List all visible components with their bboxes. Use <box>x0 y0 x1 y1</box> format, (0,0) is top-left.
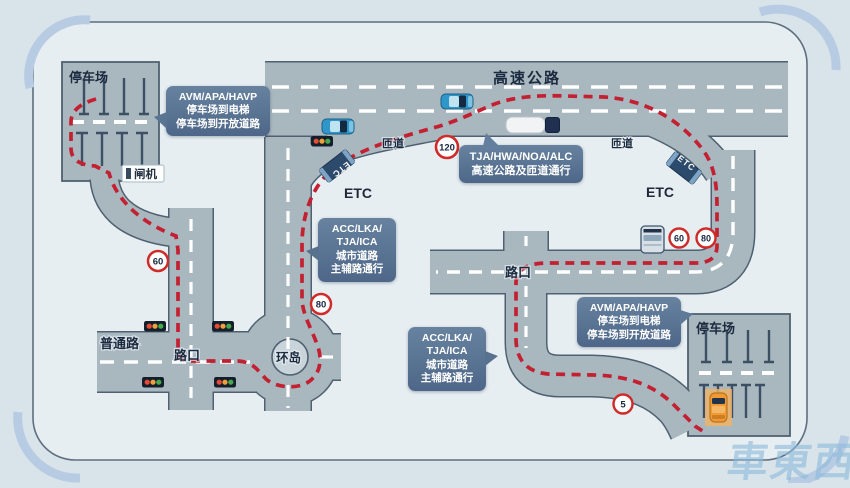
traffic-light <box>212 321 234 332</box>
callout-line: 停车场到电梯 <box>186 104 250 117</box>
callout-pointer <box>154 112 167 129</box>
intersection-label-left: 路口 <box>174 348 200 363</box>
watermark: 車東西 <box>724 439 850 485</box>
etc-label-left: ETC <box>344 185 372 201</box>
normal-road-label: 普通路 <box>100 336 140 351</box>
bus-icon <box>640 225 665 254</box>
callout-pointer <box>306 246 319 261</box>
ramp-label-left: 匝道 <box>382 136 404 150</box>
parking-label-bottom-right: 停车场 <box>696 321 735 336</box>
speed-sign-120: 120 <box>434 134 460 160</box>
truck-icon <box>505 116 560 134</box>
traffic-light <box>142 377 164 388</box>
callout-avm-parking-left: AVM/APA/HAVP 停车场到电梯 停车场到开放道路 <box>154 86 270 137</box>
parked-orange-car-icon <box>705 389 732 426</box>
corner-arc-bottom-left <box>13 411 81 483</box>
traffic-light <box>214 377 236 388</box>
traffic-light-ramp-merge <box>311 136 333 147</box>
roundabout-island <box>271 338 309 376</box>
corner-arc-bottom-right <box>787 434 850 483</box>
callout-line: TJA/HWA/NOA/ALC <box>469 151 573 163</box>
callout-line: 主辅路通行 <box>330 263 384 276</box>
callout-acc-city-left: ACC/LKA/ TJA/ICA 城市道路 主辅路通行 <box>306 218 396 282</box>
speed-sign-5: 5 <box>612 393 634 415</box>
callout-tja-highway: TJA/HWA/NOA/ALC 高速公路及匝道通行 <box>459 133 583 184</box>
etc-label-right: ETC <box>646 184 674 200</box>
speed-signs: 120 60 80 60 80 5 <box>146 134 717 415</box>
intersection-label-right: 路口 <box>505 265 531 280</box>
callout-pointer <box>483 133 499 146</box>
speed-sign-80-right: 80 <box>695 227 717 249</box>
callout-line: ACC/LKA/ <box>421 332 473 344</box>
corner-arc-top-right <box>758 4 841 71</box>
corner-arc-top-left <box>24 15 91 89</box>
svg-text:5: 5 <box>620 400 626 411</box>
callout-line: TJA/ICA <box>426 345 468 358</box>
callout-pointer <box>485 351 498 366</box>
callout-line: 城市道路 <box>336 249 378 262</box>
svg-text:120: 120 <box>439 143 455 154</box>
callout-line: AVM/APA/HAVP <box>589 302 669 314</box>
svg-text:80: 80 <box>701 234 711 244</box>
traffic-light <box>144 321 166 332</box>
gate-label: 闸机 <box>134 167 157 181</box>
gate-barrier-icon <box>126 168 131 179</box>
highway-label: 高速公路 <box>493 69 561 87</box>
callout-line: 停车场到电梯 <box>597 315 661 328</box>
callout-pointer <box>680 310 693 325</box>
ramp-label-right: 匝道 <box>611 136 633 150</box>
speed-sign-60: 60 <box>146 249 170 273</box>
corner-arcs <box>13 4 850 483</box>
blue-car-icon <box>440 93 474 110</box>
speed-sign-60-right: 60 <box>668 227 690 249</box>
parking-stall-lines <box>76 78 774 418</box>
svg-text:60: 60 <box>153 257 164 268</box>
speed-sign-80: 80 <box>309 292 333 316</box>
driving-route <box>69 93 719 434</box>
gate-chip: 闸机 <box>121 164 165 183</box>
svg-text:80: 80 <box>316 300 327 311</box>
blue-car-icon <box>321 118 355 135</box>
etc-gantry-left: ETC <box>318 149 356 183</box>
svg-text:60: 60 <box>674 234 684 244</box>
callout-line: 主辅路通行 <box>420 372 474 385</box>
callout-line: 停车场到开放道路 <box>176 117 260 130</box>
callout-acc-city-right: ACC/LKA/ TJA/ICA 城市道路 主辅路通行 <box>408 327 498 391</box>
callout-line: ACC/LKA/ <box>331 223 383 235</box>
callout-line: AVM/APA/HAVP <box>178 91 258 103</box>
callout-avm-parking-right: AVM/APA/HAVP 停车场到电梯 停车场到开放道路 <box>577 297 693 348</box>
callout-line: 城市道路 <box>426 358 468 371</box>
callout-line: 停车场到开放道路 <box>587 328 671 341</box>
lane-markings <box>72 85 782 408</box>
traffic-lights <box>142 136 333 388</box>
callout-line: TJA/ICA <box>336 236 378 249</box>
callout-line: 高速公路及匝道通行 <box>471 165 571 178</box>
parking-label-top-left: 停车场 <box>69 70 108 85</box>
vehicles <box>321 93 732 426</box>
roundabout-label: 环岛 <box>276 350 301 365</box>
